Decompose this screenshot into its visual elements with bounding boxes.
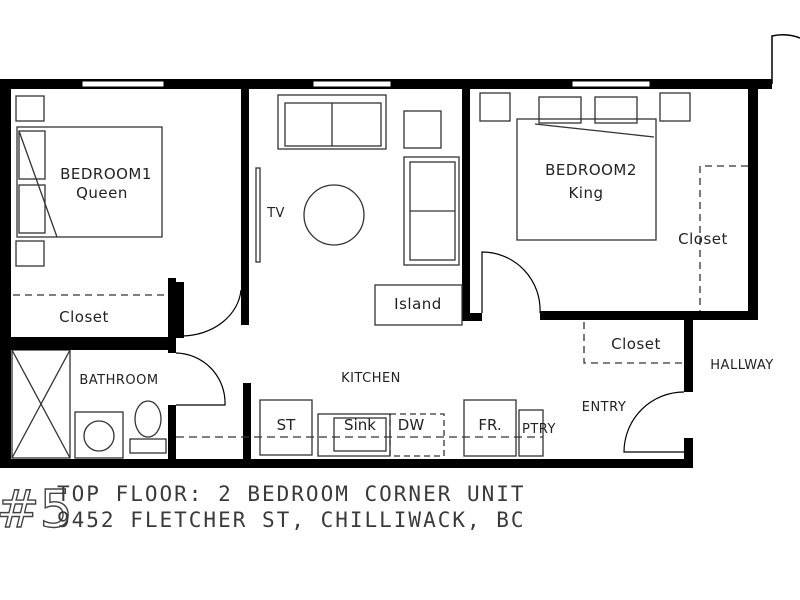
dishwasher-label: DW [398, 416, 425, 434]
bedroom1-door [181, 286, 242, 337]
stove-label: ST [277, 416, 297, 434]
sofa [403, 156, 460, 266]
toilet-tank [129, 438, 167, 454]
fridge-label: FR. [478, 416, 501, 434]
pantry [518, 409, 544, 457]
kitchen [176, 399, 544, 457]
bedroom2 [479, 92, 748, 311]
island [374, 284, 463, 326]
bedroom1-bed-label: Queen [76, 184, 128, 202]
bed-queen [16, 126, 163, 238]
hallway-label: HALLWAY [710, 358, 773, 373]
sink-basin [333, 417, 387, 452]
vanity [74, 411, 124, 459]
nightstand [659, 92, 691, 122]
bathroom-label: BATHROOM [79, 373, 158, 388]
bedroom1 [13, 95, 166, 296]
coffee-table [303, 184, 365, 246]
bedroom2-closet-label: Closet [678, 230, 728, 248]
bedroom1-closet-label: Closet [59, 308, 109, 326]
bed-king [516, 118, 657, 241]
tv-label: TV [266, 206, 285, 221]
sink-label: Sink [344, 416, 376, 434]
windows [81, 80, 651, 88]
nightstand [15, 95, 45, 122]
island-label: Island [394, 295, 442, 313]
bedroom2-bed-label: King [568, 184, 603, 202]
nightstand [15, 240, 45, 267]
fridge [463, 399, 517, 457]
exterior-door-arc [771, 34, 800, 84]
caption-line2: 9452 FLETCHER ST, CHILLIWACK, BC [57, 508, 526, 532]
pantry-label: PTRY [522, 422, 556, 437]
toilet-bowl [134, 400, 162, 438]
nightstand [479, 92, 511, 122]
tv-unit [255, 167, 261, 263]
entry-closet-label: Closet [611, 335, 661, 353]
loveseat [277, 94, 387, 150]
kitchen-label: KITCHEN [341, 371, 401, 386]
bedroom2-label: BEDROOM2 [545, 161, 637, 179]
stove [259, 399, 313, 456]
bedroom2-door [481, 251, 541, 314]
bathroom-door [175, 352, 226, 406]
dishwasher [389, 413, 445, 457]
entry-door [623, 391, 685, 453]
closet-line [699, 165, 748, 311]
bathroom [11, 349, 167, 459]
bedroom1-label: BEDROOM1 [60, 165, 152, 183]
side-table [403, 110, 442, 149]
entry-label: ENTRY [582, 400, 627, 415]
living [255, 94, 463, 326]
unit-number: #5 [0, 480, 73, 540]
entry-closet-line [583, 322, 684, 364]
caption-line1: TOP FLOOR: 2 BEDROOM CORNER UNIT [57, 482, 526, 506]
vanity-sink [83, 420, 115, 452]
